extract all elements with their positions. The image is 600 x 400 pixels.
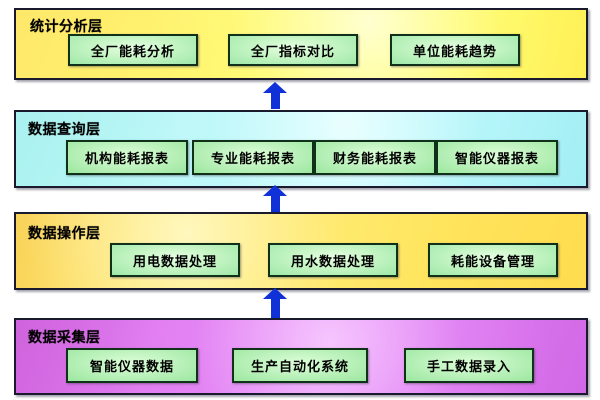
layer-title-data-collection: 数据采集层 [28, 330, 101, 346]
node-data-operation-0[interactable]: 用电数据处理 [110, 243, 240, 277]
arrow-head-icon [263, 185, 287, 196]
layer-title-statistics-analysis: 统计分析层 [30, 19, 103, 35]
node-data-collection-0[interactable]: 智能仪器数据 [66, 348, 198, 383]
arrow-query-to-analysis [263, 82, 288, 109]
arrow-stem [271, 194, 280, 213]
node-data-collection-2[interactable]: 手工数据录入 [404, 348, 534, 383]
node-statistics-analysis-2[interactable]: 单位能耗趋势 [390, 34, 520, 66]
node-data-operation-2[interactable]: 耗能设备管理 [428, 243, 558, 277]
node-data-query-0[interactable]: 机构能耗报表 [66, 140, 188, 175]
arrow-head-icon [263, 288, 287, 299]
node-data-collection-1[interactable]: 生产自动化系统 [232, 348, 368, 383]
node-data-query-1[interactable]: 专业能耗报表 [192, 140, 314, 175]
node-data-query-3[interactable]: 智能仪器报表 [436, 140, 558, 175]
layer-title-data-query: 数据查询层 [28, 122, 101, 138]
arrow-stem [271, 297, 280, 318]
arrow-operation-to-query [263, 185, 288, 213]
arrow-collection-to-operation [263, 288, 288, 318]
node-data-query-2[interactable]: 财务能耗报表 [314, 140, 436, 175]
node-statistics-analysis-0[interactable]: 全厂能耗分析 [68, 34, 198, 66]
node-data-operation-1[interactable]: 用水数据处理 [268, 243, 398, 277]
layer-title-data-operation: 数据操作层 [28, 226, 101, 242]
arrow-stem [271, 91, 280, 109]
arrow-head-icon [263, 82, 287, 93]
node-statistics-analysis-1[interactable]: 全厂指标对比 [228, 34, 358, 66]
